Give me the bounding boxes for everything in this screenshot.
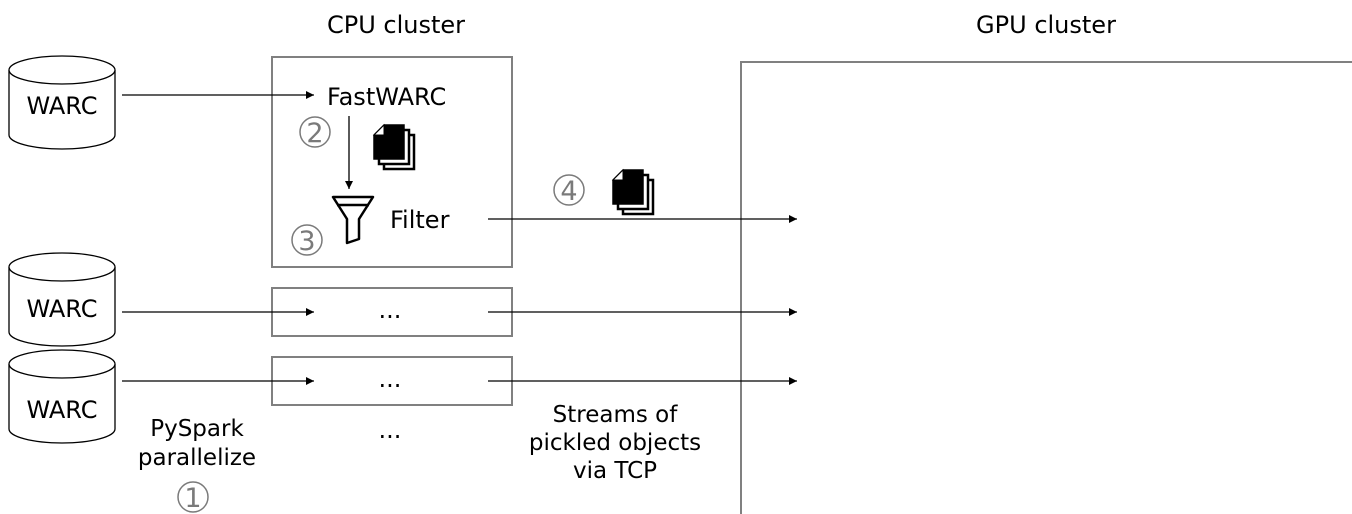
warc-label-3: WARC	[26, 396, 97, 424]
gpu-cluster-title: GPU cluster	[976, 11, 1116, 39]
fastwarc-label: FastWARC	[327, 83, 446, 111]
step-3-marker: 3	[291, 224, 323, 257]
pyspark-label-line1: PySpark	[150, 416, 244, 442]
more-workers-ellipsis: ...	[379, 416, 402, 444]
step-2-marker: 2	[299, 116, 331, 149]
documents-stack-icon	[372, 123, 416, 171]
step-1-marker: 1	[177, 481, 209, 514]
streams-label-line2: pickled objects	[529, 430, 701, 456]
step-4-marker: 4	[553, 174, 585, 207]
cylinder-database-icon	[8, 252, 116, 347]
funnel-icon	[331, 195, 375, 245]
step-3-number: 3	[298, 226, 315, 257]
warc-storage-3: WARC	[8, 349, 116, 444]
warc-storage-1: WARC	[8, 55, 116, 150]
cylinder-database-icon	[8, 55, 116, 150]
warc-label-2: WARC	[26, 295, 97, 323]
gpu-cluster-box	[740, 61, 1352, 514]
worker-ellipsis-3: ...	[379, 365, 402, 393]
cpu-cluster-title: CPU cluster	[327, 11, 465, 39]
step-2-number: 2	[306, 118, 323, 149]
streams-label-line3: via TCP	[573, 458, 657, 484]
filter-label: Filter	[390, 206, 450, 234]
documents-stack-icon	[611, 168, 655, 216]
warc-storage-2: WARC	[8, 252, 116, 347]
step-1-number: 1	[184, 483, 201, 514]
cpu-worker-box	[271, 56, 513, 268]
worker-ellipsis-2: ...	[379, 296, 402, 324]
step-4-number: 4	[560, 176, 577, 207]
warc-label-1: WARC	[26, 92, 97, 120]
streams-label-line1: Streams of	[553, 402, 679, 428]
pyspark-label-line2: parallelize	[138, 445, 256, 471]
cylinder-database-icon	[8, 349, 116, 444]
